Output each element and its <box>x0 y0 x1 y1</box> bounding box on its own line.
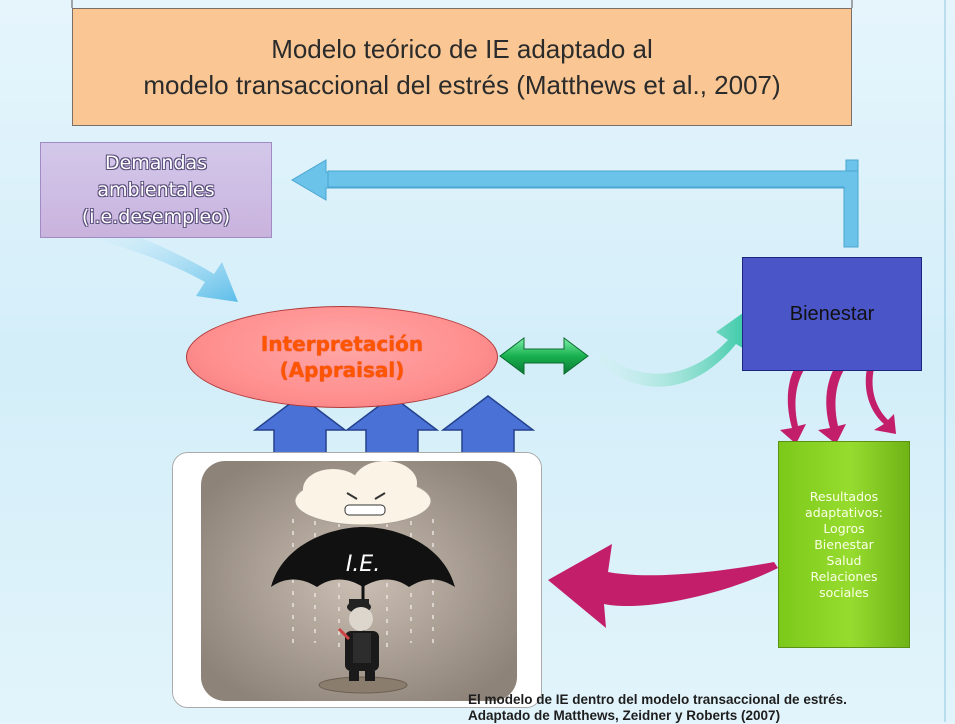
wellbeing-to-results-arrow-3 <box>865 352 896 434</box>
title-line-1: Modelo teórico de IE adaptado al <box>271 34 653 64</box>
angry-cloud-icon <box>294 461 432 526</box>
results-line: Relaciones <box>810 568 878 584</box>
feedback-arrow-body <box>327 170 859 248</box>
title-box: Modelo teórico de IE adaptado al modelo … <box>72 8 852 126</box>
ie-illustration-panel: I.E. <box>172 452 542 708</box>
results-line: Resultados <box>809 488 879 504</box>
results-box: Resultados adaptativos: Logros Bienestar… <box>778 441 910 648</box>
appraisal-line-2: (Appraisal) <box>279 358 405 382</box>
appraisal-to-wellbeing-arrow <box>596 308 750 387</box>
results-to-ie-arrow <box>548 544 778 628</box>
caption-line-1: El modelo de IE dentro del modelo transa… <box>468 692 847 707</box>
results-line: sociales <box>819 584 869 600</box>
results-line: adaptativos: <box>805 504 883 520</box>
demands-line-3: (i.e.desempleo) <box>81 205 231 228</box>
caption: El modelo de IE dentro del modelo transa… <box>468 692 954 724</box>
results-line: Logros <box>823 520 865 536</box>
results-line: Bienestar <box>814 536 874 552</box>
person-icon <box>318 599 408 694</box>
demands-box: Demandas ambientales (i.e.desempleo) <box>40 142 272 238</box>
umbrella-label: I.E. <box>346 552 380 577</box>
appraisal-line-1: Interpretación <box>260 332 424 356</box>
bidirectional-arrow <box>499 337 589 375</box>
demands-line-1: Demandas <box>104 151 208 174</box>
caption-line-2: Adaptado de Matthews, Zeidner y Roberts … <box>468 708 781 723</box>
wellbeing-label: Bienestar <box>789 302 875 325</box>
title-line-2: modelo transaccional del estrés (Matthew… <box>143 70 781 100</box>
appraisal-ellipse: Interpretación (Appraisal) <box>186 306 498 408</box>
wellbeing-box: Bienestar <box>742 257 922 371</box>
ie-illustration: I.E. <box>173 453 541 707</box>
results-line: Salud <box>826 552 862 568</box>
demands-line-2: ambientales <box>97 178 215 201</box>
